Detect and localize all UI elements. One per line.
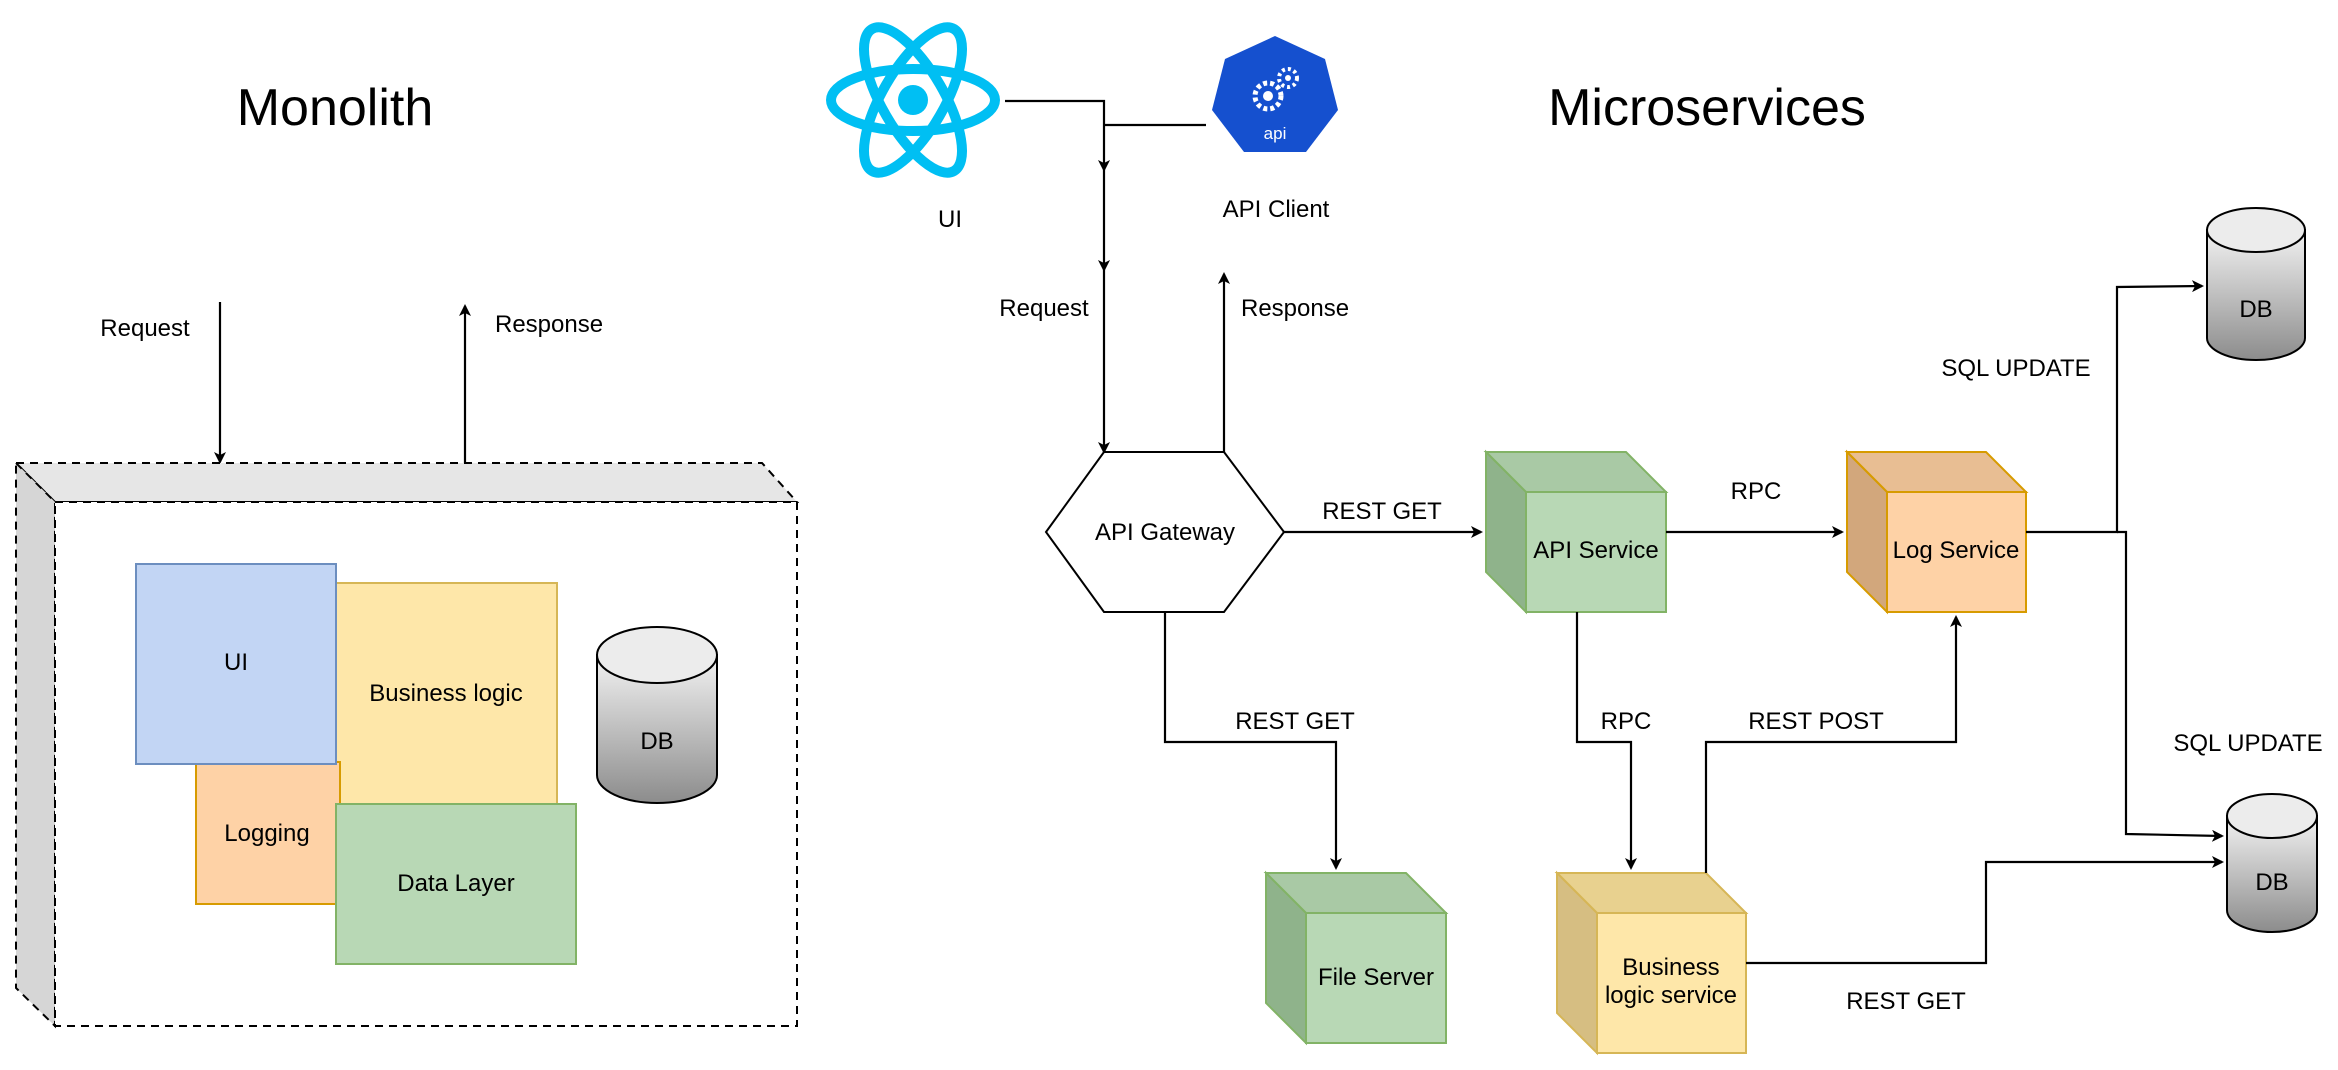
svg-text:UI: UI bbox=[224, 649, 248, 676]
edge-log-db-top-label: SQL UPDATE bbox=[1941, 355, 2090, 382]
edge-business-db bbox=[1746, 856, 2224, 965]
edge-business-db-label: REST GET bbox=[1846, 988, 1966, 1015]
monolith-ui: UI bbox=[135, 563, 337, 765]
react-icon bbox=[826, 22, 1000, 178]
svg-text:Log Service: Log Service bbox=[1893, 537, 2020, 564]
svg-text:logic service: logic service bbox=[1605, 982, 1737, 1009]
svg-text:Data Layer: Data Layer bbox=[397, 870, 514, 897]
edge-api-log-label: RPC bbox=[1731, 478, 1782, 505]
monolith-logging: Logging bbox=[195, 761, 341, 905]
edge-log-db-top bbox=[2026, 280, 2204, 534]
response-label: Response bbox=[1241, 295, 1349, 322]
log-service: Log Service bbox=[1844, 449, 2029, 615]
db-bottom: DB bbox=[2226, 793, 2318, 933]
edge-log-db-bottom bbox=[2117, 530, 2224, 842]
svg-text:DB: DB bbox=[640, 728, 673, 755]
svg-text:File Server: File Server bbox=[1318, 964, 1434, 991]
edge-api-business-label: RPC bbox=[1601, 708, 1652, 735]
monolith-data-layer: Data Layer bbox=[335, 803, 577, 965]
edge-log-db-bottom-label: SQL UPDATE bbox=[2173, 730, 2322, 757]
api-gateway: API Gateway bbox=[1044, 451, 1286, 613]
edge-business-log-label: REST POST bbox=[1748, 708, 1884, 735]
edge-gateway-file-label: REST GET bbox=[1235, 708, 1355, 735]
monolith-db: DB bbox=[596, 626, 718, 804]
api-service: API Service bbox=[1483, 449, 1669, 615]
svg-text:API Service: API Service bbox=[1533, 537, 1658, 564]
svg-text:Business: Business bbox=[1622, 954, 1719, 981]
api-client-icon: api bbox=[1212, 36, 1338, 152]
file-server: File Server bbox=[1263, 870, 1449, 1046]
request-label: Request bbox=[999, 295, 1089, 322]
svg-text:DB: DB bbox=[2255, 869, 2288, 896]
monolith-response-label: Response bbox=[495, 311, 603, 338]
edge-business-log bbox=[1704, 615, 1962, 873]
api-client-label: API Client bbox=[1223, 196, 1330, 223]
svg-text:DB: DB bbox=[2239, 296, 2272, 323]
edge-gateway-api-label: REST GET bbox=[1322, 498, 1442, 525]
svg-text:Business logic: Business logic bbox=[369, 680, 522, 707]
monolith-title: Monolith bbox=[237, 79, 434, 137]
ui-connector bbox=[1005, 99, 1110, 172]
edge-gateway-file bbox=[1163, 612, 1342, 870]
monolith-request-label: Request bbox=[100, 315, 190, 342]
edge-api-business bbox=[1575, 612, 1637, 870]
svg-text:API Gateway: API Gateway bbox=[1095, 519, 1235, 546]
business-logic-service: Business logic service bbox=[1554, 870, 1749, 1056]
microservices-title: Microservices bbox=[1548, 79, 1866, 137]
monolith-business-logic: Business logic bbox=[334, 582, 558, 806]
api-badge-text: api bbox=[1264, 124, 1287, 143]
db-top: DB bbox=[2206, 207, 2306, 361]
svg-text:Logging: Logging bbox=[224, 820, 309, 847]
ui-label: UI bbox=[938, 206, 962, 233]
